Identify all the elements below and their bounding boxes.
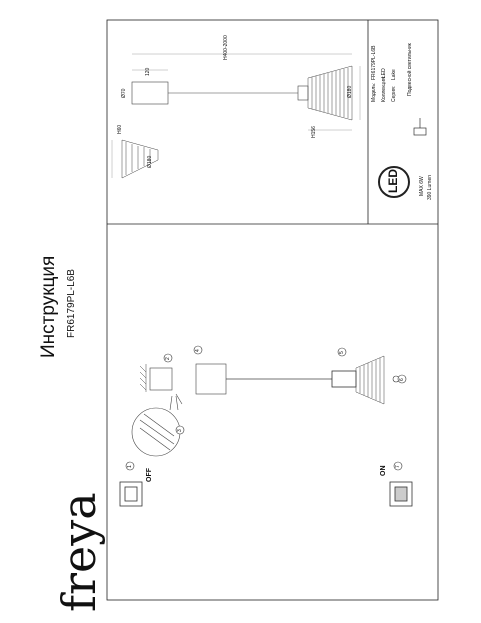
length-label: H400-2000 [223,35,229,60]
step-1-label: 1 [127,465,133,468]
step-6-marker [397,374,407,384]
main-diameter-label: Ø180 [347,85,353,98]
canopy-drawing [131,81,169,105]
spec-series-label: Серия: [391,85,397,102]
wiring-detail-circle [131,395,181,457]
pendant-type-icon [413,118,427,136]
switch-off-icon [119,481,143,507]
step-6-label: 6 [399,378,405,381]
side-height-label: H60 [117,124,123,134]
spec-model-value: FR6179PL-L6B [371,45,377,80]
canopy-length-label: 120 [145,67,151,76]
step-4-marker [193,345,203,355]
step-2-label: 2 [165,357,171,360]
step-2-marker [163,353,173,363]
switch-on-icon [389,481,413,507]
main-height-label: H156 [311,126,317,138]
shade-side-view [121,139,159,179]
step-5-label: 5 [339,351,345,354]
lamp-body [297,85,309,101]
lumen-value: 390 Lumen [427,174,433,200]
spec-collection-value: LED [381,68,387,78]
freya-logo: freya [52,492,106,612]
page-title: Инструкция [38,255,59,358]
sheet-frame [106,19,439,601]
step-7-label: 7 [395,465,401,468]
canopy-assembly [195,363,227,395]
assembly-lamp-body [331,370,357,388]
spec-collection-label: Коллекция: [381,75,387,102]
mounting-bracket [149,367,173,391]
side-diameter-label: Ø180 [147,155,153,168]
led-badge-icon [378,166,410,198]
spec-series-value: Lake [391,69,397,80]
canopy-diameter-label: Ø70 [121,88,127,98]
ceiling-hatch [139,364,147,392]
lamp-shade-drawing [307,65,353,121]
step-3-label: 3 [177,429,183,432]
step-5-marker [337,347,347,357]
assembly-shade [355,355,385,405]
spec-type-value: Подвесной светильник [407,43,413,96]
step-3-marker [175,425,185,435]
model-number: FR6179PL-L6B [66,269,77,338]
wire-bundle [175,393,183,405]
on-label: ON [380,465,387,477]
off-label: OFF [146,468,153,482]
step-7-marker [393,461,403,471]
led-badge-text: LED [386,169,400,193]
spec-model-label: Модель: [371,82,377,102]
step-4-label: 4 [195,349,201,352]
max-power: MAX 6W [419,176,425,196]
step-1-marker [125,461,135,471]
